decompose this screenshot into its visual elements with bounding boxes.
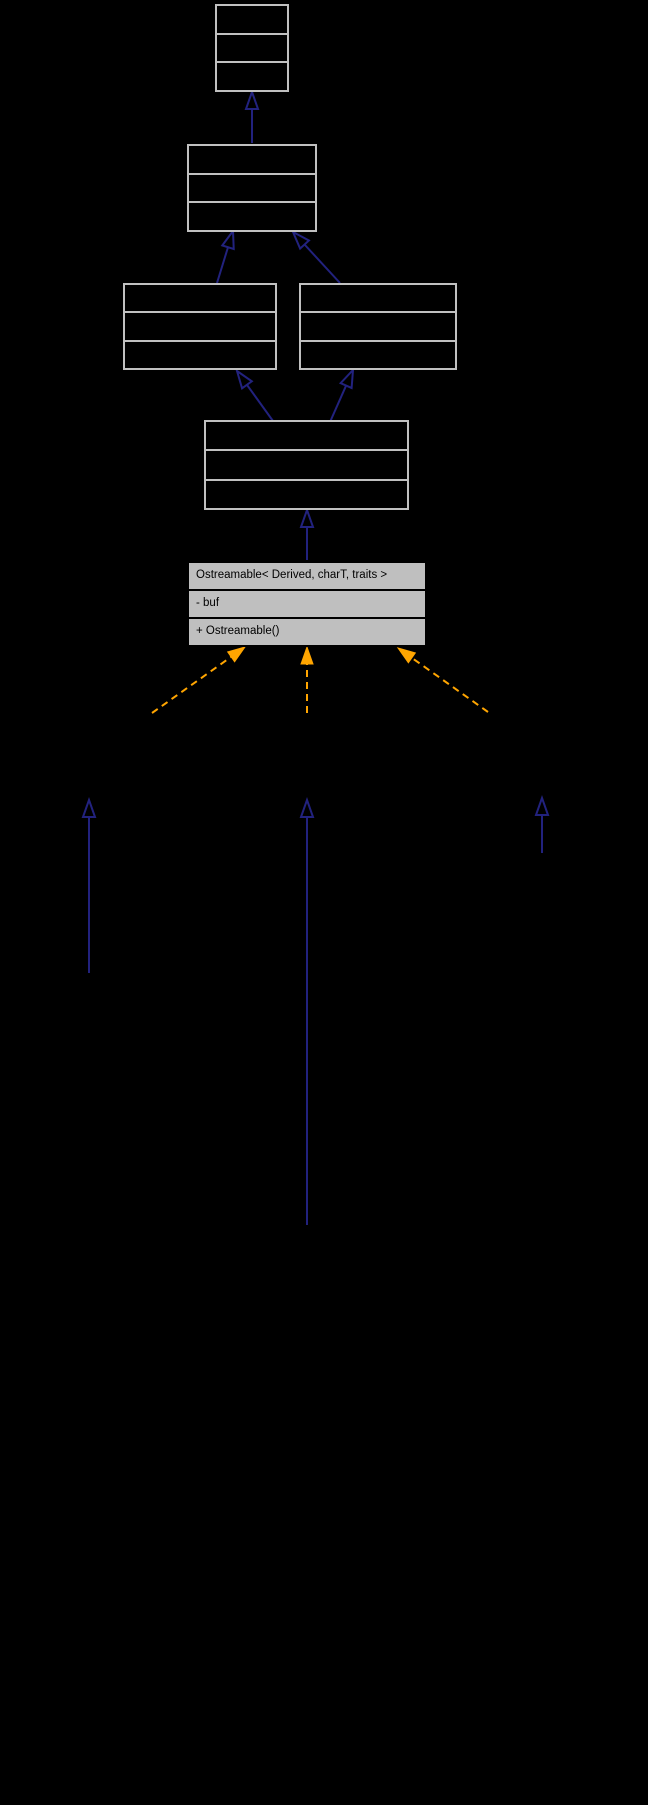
node-base-node[interactable]: [204, 420, 409, 510]
node-base-node-compartment-2: [206, 478, 407, 508]
node-parent-right-compartment-1: [301, 311, 455, 339]
node-ancestor-2[interactable]: [187, 144, 317, 232]
node-parent-left-compartment-0: [125, 285, 275, 311]
node-ostreamable-compartment-0: Ostreamable< Derived, charT, traits >: [196, 569, 388, 582]
edge-inherit-2-to-top-inheritance-arrow: [244, 88, 260, 143]
node-parent-right-compartment-0: [301, 285, 455, 311]
node-ancestor-2-compartment-1: [189, 172, 315, 202]
node-ancestor-2-compartment-2: [189, 201, 315, 230]
edge-inherit-base-to-left-inheritance-arrow: [235, 368, 274, 422]
edge-inherit-base-to-right-inheritance-arrow: [329, 367, 355, 423]
node-ostreamable-compartment-2: + Ostreamable(): [189, 617, 425, 645]
node-base-node-compartment-1: [206, 449, 407, 478]
edge-inherit-lower-left-inheritance-arrow: [81, 796, 97, 973]
edge-usage-center-usage-arrow: [300, 645, 314, 713]
edge-inherit-left-to-2-inheritance-arrow: [216, 228, 235, 284]
node-ostreamable: Ostreamable< Derived, charT, traits > - b…: [187, 561, 427, 647]
edge-inherit-right-to-2-inheritance-arrow: [290, 229, 341, 284]
edge-usage-left-usage-arrow: [151, 646, 247, 714]
node-base-node-compartment-0: [206, 422, 407, 449]
node-parent-left-compartment-2: [125, 339, 275, 368]
edge-usage-right-usage-arrow: [396, 647, 489, 713]
edge-inherit-ostreamable-to-base-inheritance-arrow: [299, 506, 315, 560]
edge-inherit-lower-center-inheritance-arrow: [299, 796, 315, 1225]
node-ostreamable-compartment-1: - buf: [189, 589, 425, 617]
node-ancestor-2-compartment-0: [189, 146, 315, 173]
node-ancestor-top[interactable]: [215, 4, 289, 92]
node-parent-right[interactable]: [299, 283, 457, 370]
node-ancestor-top-compartment-0: [217, 6, 287, 33]
node-ancestor-top-compartment-1: [217, 32, 287, 62]
node-parent-left[interactable]: [123, 283, 277, 370]
edge-inherit-lower-right-inheritance-arrow: [534, 794, 550, 853]
node-ancestor-top-compartment-2: [217, 61, 287, 90]
node-parent-right-compartment-2: [301, 339, 455, 368]
node-parent-left-compartment-1: [125, 311, 275, 339]
